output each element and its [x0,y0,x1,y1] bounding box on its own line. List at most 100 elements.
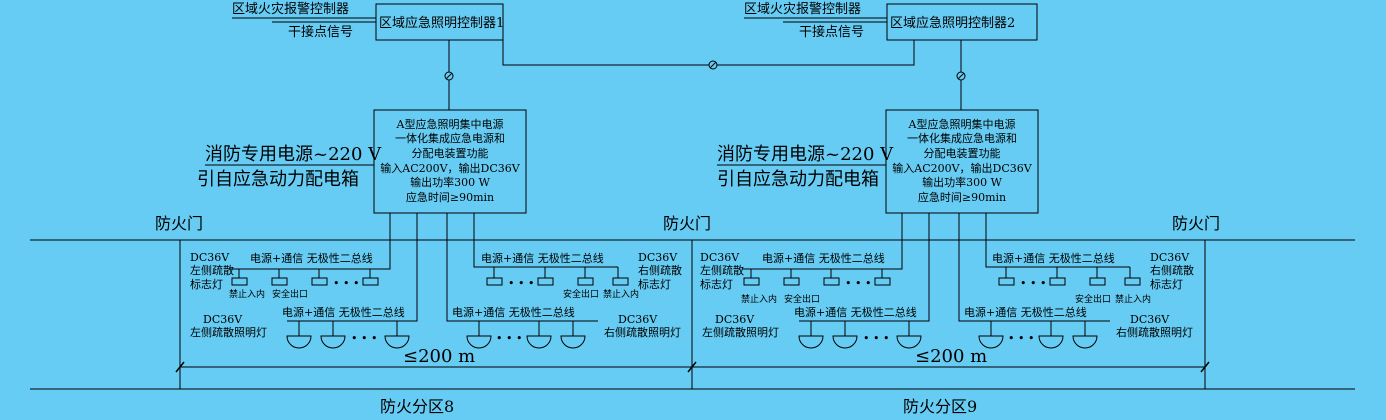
right-sign-lamp-label-1-b: 右侧疏散 [638,263,682,277]
ellipsis-lower-left-1: • • • [351,332,377,345]
left-light-label-1-b: 左侧疏散照明灯 [190,325,267,339]
exit-label-1-right: 安全出口 [563,288,599,300]
exit-label-2-left: 安全出口 [784,293,820,305]
bus-upper-left-2 [742,213,903,270]
power-source-label-1: 引自应急动力配电箱 [197,169,359,190]
left-sign-lamp-label-2-b: 左侧疏散 [700,263,744,277]
zone-9-section: 区域火灾报警控制器 干接点信号 区域应急照明控制器2 A型应急照明集中电源 一体… [700,1,1194,416]
left-sign-lamp-label-1-c: 标志灯 [190,277,223,291]
ellipsis-lower-right-1: • • • [496,332,522,345]
right-light-label-2-a: DC36V [1130,313,1170,326]
left-sign-lamp-label-2-c: 标志灯 [700,277,733,291]
power-supply-box-1 [373,109,527,214]
right-sign-lamp-label-2-a: DC36V [1150,251,1190,264]
power-supply-line-1-5: 输出功率300 W [410,175,490,189]
power-supply-box-2 [885,109,1039,214]
zone-label-9: 防火分区9 [903,397,977,416]
no-entry-label-2-right: 禁止入内 [1115,293,1151,305]
power-supply-line-2-2: 一体化集成应急电源和 [907,131,1017,145]
bus-label-lower-left-2: 电源+通信 无极性二总线 [794,305,917,319]
left-sign-lamp-label-1-b: 左侧疏散 [190,263,234,277]
fire-power-supply-label-2: 消防专用电源~220 V [717,144,894,165]
fire-power-supply-label-1: 消防专用电源~220 V [205,144,382,165]
dry-contact-label-1: 干接点信号 [288,24,353,40]
bus-label-lower-right-1: 电源+通信 无极性二总线 [452,305,575,319]
power-supply-line-2-4: 输入AC200V，输出DC36V [892,161,1033,175]
ellipsis-upper-left-1: • • • [333,277,359,290]
left-light-label-2-b: 左侧疏散照明灯 [702,325,779,339]
fire-door-label-middle: 防火门 [663,214,711,233]
connector-icon-1 [444,71,454,81]
ellipsis-upper-right-2: • • • [1020,277,1046,290]
power-supply-line-1-4: 输入AC200V，输出DC36V [380,161,521,175]
light-lamp-icons-lower-left-2 [798,321,922,349]
power-supply-line-2-1: A型应急照明集中电源 [908,117,1016,131]
power-supply-line-1-1: A型应急照明集中电源 [396,117,504,131]
light-lamp-icons-lower-right-2 [978,321,1098,349]
bus-lower-left-2 [799,213,930,322]
left-light-label-2-a: DC36V [715,313,755,326]
dry-contact-label-2: 干接点信号 [799,24,864,40]
bus-lower-left-1 [287,213,418,322]
controller-box-2 [886,3,1038,41]
controller-label-2: 区域应急照明控制器2 [890,15,1015,31]
controller-label-1: 区域应急照明控制器1 [379,15,504,31]
bus-lower-right-2 [958,213,1110,322]
left-sign-lamp-label-2-a: DC36V [700,251,740,264]
power-supply-line-1-2: 一体化集成应急电源和 [395,131,505,145]
ellipsis-lower-right-2: • • • [1008,332,1034,345]
controller-link-line [502,40,915,66]
dimension-tick-right [1200,361,1210,373]
right-sign-lamp-label-1-c: 标志灯 [638,277,671,291]
sign-lamp-icons-upper-left-1 [231,269,379,286]
zone-8-section: 区域火灾报警控制器 干接点信号 区域应急照明控制器1 A型应急照明集中电源 一体… [190,1,682,416]
fire-door-label-left: 防火门 [155,214,203,233]
power-source-label-2: 引自应急动力配电箱 [717,169,879,190]
right-sign-lamp-label-2-c: 标志灯 [1150,277,1183,291]
bus-label-lower-right-2: 电源+通信 无极性二总线 [964,305,1087,319]
bus-upper-right-1 [473,213,618,268]
right-light-label-1-a: DC36V [618,313,658,326]
no-entry-label-2-left: 禁止入内 [741,293,777,305]
exit-label-2-right: 安全出口 [1075,293,1111,305]
right-light-label-1-b: 右侧疏散照明灯 [604,325,681,339]
bus-label-upper-right-1: 电源+通信 无极性二总线 [481,251,604,265]
power-supply-line-2-5: 输出功率300 W [922,175,1002,189]
controller-box-1 [375,3,504,41]
power-supply-line-2-3: 分配电装置功能 [924,146,1001,160]
fire-door-label-right: 防火门 [1172,214,1220,233]
right-light-label-2-b: 右侧疏散照明灯 [1116,325,1193,339]
bus-label-upper-right-2: 电源+通信 无极性二总线 [992,251,1115,265]
bus-upper-right-2 [985,213,1130,268]
bus-label-upper-left-1: 电源+通信 无极性二总线 [250,251,373,265]
sign-lamp-icons-upper-left-2 [743,269,891,286]
ellipsis-upper-left-2: • • • [845,277,871,290]
ellipsis-upper-right-1: • • • [508,277,534,290]
link-connector-mid [708,60,718,70]
fire-alarm-controller-label-2: 区域火灾报警控制器 [744,1,861,17]
exit-label-1-left: 安全出口 [272,288,308,300]
left-sign-lamp-label-1-a: DC36V [190,251,230,264]
sign-lamp-icons-upper-right-2 [998,267,1141,286]
no-entry-label-1-right: 禁止入内 [603,288,639,300]
left-light-label-1-a: DC36V [203,313,243,326]
dimension-tick-middle [687,361,697,373]
light-lamp-icons-lower-right-1 [466,321,586,349]
bus-upper-left-1 [230,213,391,270]
no-entry-label-1-left: 禁止入内 [229,288,265,300]
fire-alarm-controller-label-1: 区域火灾报警控制器 [232,1,349,17]
distance-label-1: ≤200 m [403,346,475,367]
power-supply-line-1-6: 应急时间≥90min [406,190,494,204]
connector-icon-2 [956,71,966,81]
zone-label-8: 防火分区8 [380,397,454,416]
ellipsis-lower-left-2: • • • [863,332,889,345]
bus-lower-right-1 [446,213,598,322]
light-lamp-icons-lower-left-1 [286,321,410,349]
sign-lamp-icons-upper-right-1 [486,267,629,286]
bus-label-lower-left-1: 电源+通信 无极性二总线 [282,305,405,319]
dimension-tick-left [175,361,185,373]
power-supply-line-1-3: 分配电装置功能 [412,146,489,160]
bus-label-upper-left-2: 电源+通信 无极性二总线 [762,251,885,265]
right-sign-lamp-label-1-a: DC36V [638,251,678,264]
